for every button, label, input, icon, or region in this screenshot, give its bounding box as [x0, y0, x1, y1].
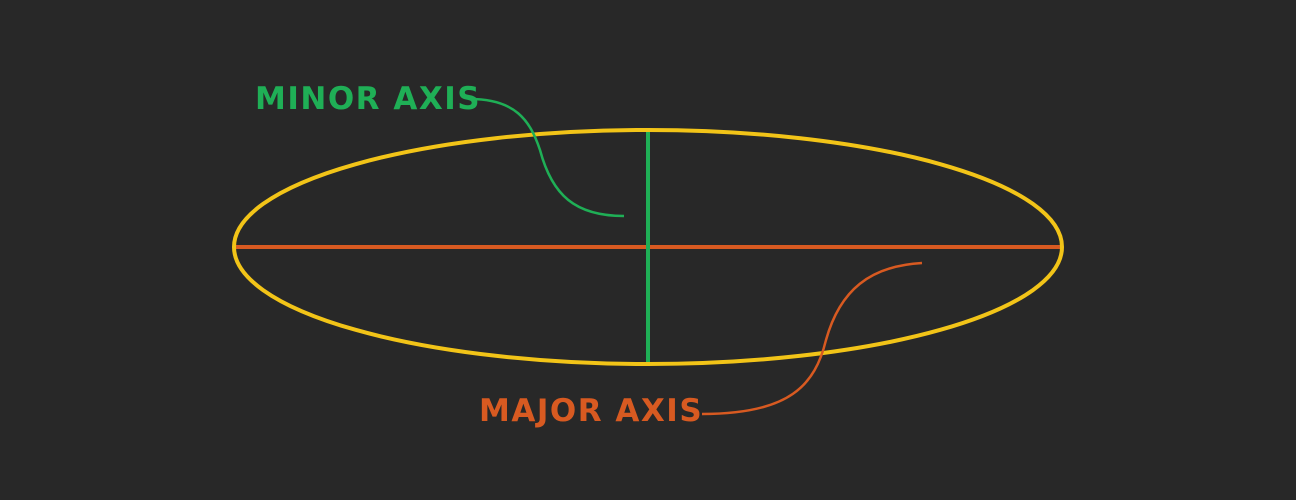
minor-axis-leader	[469, 97, 625, 218]
major-axis-label: MAJOR AXIS	[479, 393, 703, 429]
major-axis-leader	[701, 261, 923, 416]
ellipse-outline	[232, 128, 1064, 366]
minor-axis-label: MINOR AXIS	[255, 81, 481, 117]
